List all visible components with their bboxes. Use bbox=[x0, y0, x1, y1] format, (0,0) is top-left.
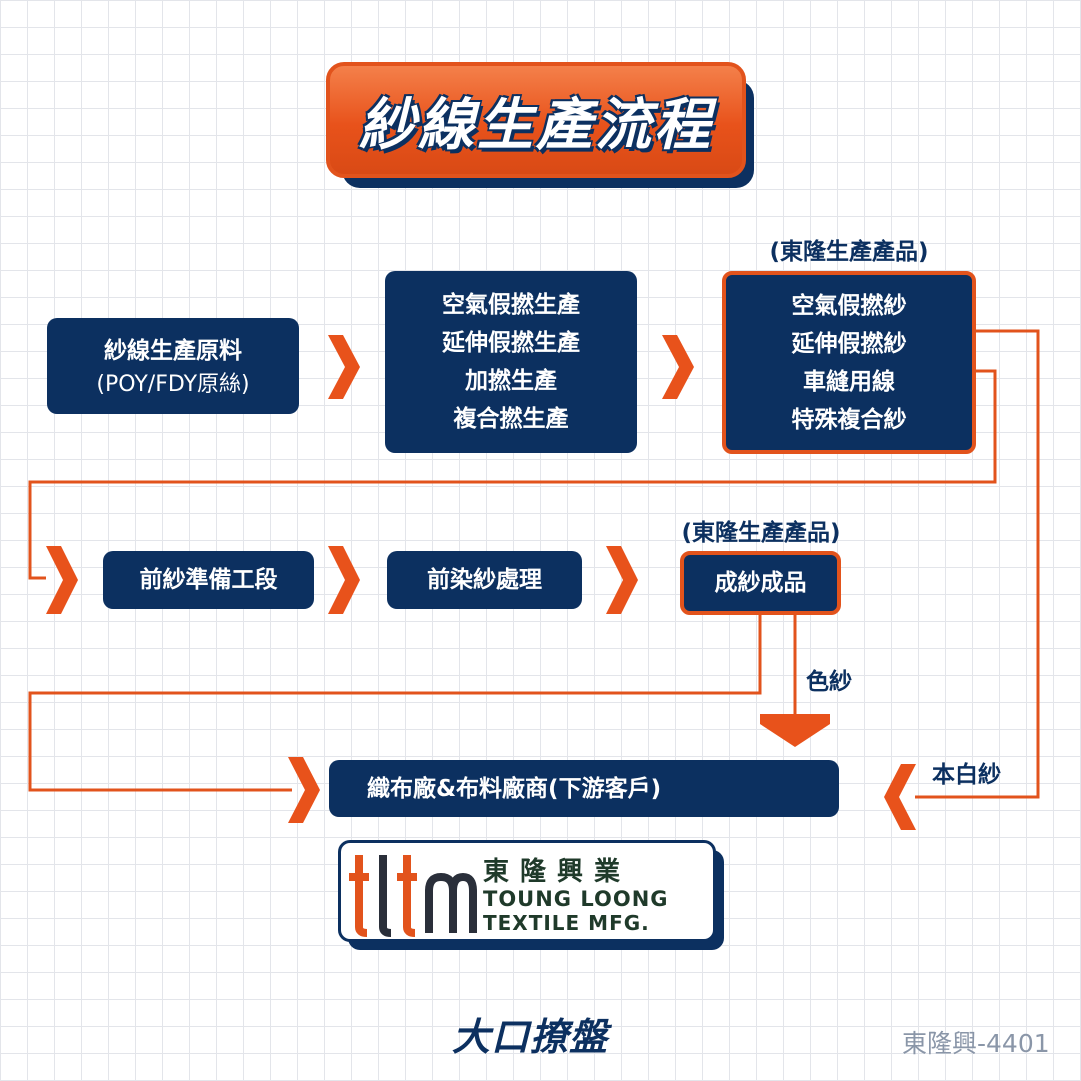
arrow-left-icon bbox=[884, 764, 916, 830]
arrow-icon bbox=[288, 757, 320, 823]
footer-brand: 大口撩盤 bbox=[452, 1015, 609, 1059]
downstream-label: 織布廠&布料廠商(下游客戶) bbox=[367, 775, 662, 802]
arrow-icon bbox=[328, 546, 360, 614]
logo-english-name-2: TEXTILE MFG. bbox=[483, 911, 650, 935]
color-yarn-label: 色紗 bbox=[806, 669, 852, 695]
product-item: 特殊複合紗 bbox=[791, 406, 907, 433]
product-item: 延伸假撚紗 bbox=[791, 330, 907, 357]
footer-stock-code: 東隆興-4401 bbox=[902, 1029, 1050, 1058]
finished-caption: (東隆生產產品) bbox=[681, 520, 841, 546]
finished-yarn-label: 成紗成品 bbox=[714, 570, 807, 596]
finished-yarn-box: 成紗成品 bbox=[680, 551, 841, 615]
arrow-down-icon bbox=[760, 714, 830, 747]
page-title: 紗線生產流程 bbox=[359, 92, 713, 158]
connector-products-to-prep bbox=[28, 369, 997, 580]
downstream-box: 織布廠&布料廠商(下游客戶) bbox=[329, 760, 839, 817]
process-item: 延伸假撚生產 bbox=[442, 330, 580, 356]
arrow-icon bbox=[46, 546, 78, 614]
process-box: 空氣假撚生產 延伸假撚生產 加撚生產 複合撚生產 bbox=[385, 271, 637, 453]
arrow-icon bbox=[328, 335, 360, 399]
raw-material-box: 紗線生產原料 (POY/FDY原絲) bbox=[47, 318, 299, 414]
process-item: 複合撚生產 bbox=[453, 406, 569, 432]
pre-dye-box: 前染紗處理 bbox=[387, 551, 582, 609]
raw-material-title: 紗線生產原料 bbox=[104, 338, 242, 364]
title-banner: 紗線生產流程 bbox=[326, 62, 746, 178]
white-yarn-label: 本白紗 bbox=[932, 762, 1001, 788]
product-item: 車縫用線 bbox=[803, 368, 895, 395]
yarn-prep-label: 前紗準備工段 bbox=[139, 567, 278, 593]
process-item: 加撚生產 bbox=[465, 368, 557, 394]
logo-chinese-name: 東隆興業 bbox=[483, 857, 632, 887]
products-caption: (東隆生產產品) bbox=[769, 239, 929, 265]
connector-products-to-white-yarn bbox=[915, 329, 1040, 799]
connector-finished-to-downstream bbox=[28, 612, 762, 792]
product-item: 空氣假撚紗 bbox=[791, 292, 907, 319]
arrow-icon bbox=[606, 546, 638, 614]
yarn-prep-box: 前紗準備工段 bbox=[103, 551, 314, 609]
tltm-logo-icon bbox=[349, 855, 477, 937]
logo-english-name-1: TOUNG LOONG bbox=[483, 887, 669, 911]
products-box: 空氣假撚紗 延伸假撚紗 車縫用線 特殊複合紗 bbox=[722, 271, 976, 454]
raw-material-subtitle: (POY/FDY原絲) bbox=[96, 372, 250, 397]
pre-dye-label: 前染紗處理 bbox=[427, 567, 542, 593]
process-item: 空氣假撚生產 bbox=[442, 292, 580, 318]
arrow-icon bbox=[662, 335, 694, 399]
company-logo: 東隆興業 TOUNG LOONG TEXTILE MFG. bbox=[338, 840, 716, 942]
